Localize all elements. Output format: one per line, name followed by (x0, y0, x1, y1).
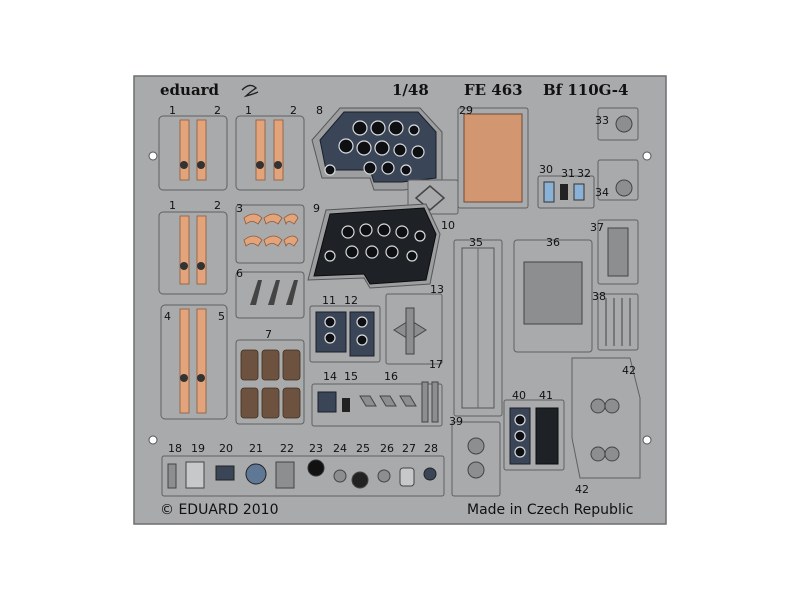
part-number-label: 37 (590, 221, 604, 234)
part-number-label: 4 (164, 310, 171, 323)
part-number-label: 23 (309, 442, 323, 455)
part-number-label: 2 (290, 104, 297, 117)
origin-text: Made in Czech Republic (467, 502, 633, 518)
parts-40-41 (503, 399, 565, 471)
wood-panels-part-7 (235, 339, 305, 425)
part-number-label: 6 (236, 267, 243, 280)
part-number-label: 12 (344, 294, 358, 307)
part-number-label: 27 (402, 442, 416, 455)
part-number-label: 15 (344, 370, 358, 383)
small-parts-30-32 (537, 175, 595, 209)
scale-label: 1/48 (392, 81, 429, 99)
mounting-hole (148, 435, 158, 445)
strip-part-35 (453, 239, 503, 417)
part-38 (597, 293, 639, 351)
part-number-label: 26 (380, 442, 394, 455)
belts-part-3 (235, 204, 305, 264)
part-number-label: 1 (245, 104, 252, 117)
part-number-label: 24 (333, 442, 347, 455)
part-number-label: 32 (577, 167, 591, 180)
seat-belts-part-1-2-b (235, 115, 305, 191)
part-number-label: 8 (316, 104, 323, 117)
part-number-label: 10 (441, 219, 455, 232)
seat-belts-part-1-2-a (158, 115, 228, 191)
part-number-label: 21 (249, 442, 263, 455)
part-number-label: 13 (430, 283, 444, 296)
part-number-label: 2 (214, 199, 221, 212)
instrument-panel-part-9 (307, 203, 441, 289)
seat-part-36 (513, 239, 593, 353)
brand-logo: eduard (160, 81, 220, 99)
part-number-label: 35 (469, 236, 483, 249)
part-number-label: 42 (622, 364, 636, 377)
mounting-hole (642, 151, 652, 161)
copyright-text: © EDUARD 2010 (160, 502, 279, 518)
mesh-part-29 (457, 107, 529, 209)
part-number-label: 38 (592, 290, 606, 303)
part-39 (451, 421, 501, 497)
part-number-label: 20 (219, 442, 233, 455)
part-number-label: 14 (323, 370, 337, 383)
part-number-label: 31 (561, 167, 575, 180)
part-number-label: 11 (322, 294, 336, 307)
parts-33-34 (597, 107, 639, 201)
bracket-part-13 (385, 293, 443, 365)
part-number-label: 16 (384, 370, 398, 383)
part-number-label: 7 (265, 328, 272, 341)
part-number-label: 42 (575, 483, 589, 496)
part-37 (597, 219, 639, 285)
part-number-label: 22 (280, 442, 294, 455)
part-number-label: 9 (313, 202, 320, 215)
part-number-label: 19 (191, 442, 205, 455)
part-number-label: 41 (539, 389, 553, 402)
part-number-label: 40 (512, 389, 526, 402)
part-42 (571, 357, 641, 479)
parts-14-17 (311, 381, 443, 427)
part-number-label: 5 (218, 310, 225, 323)
part-number-label: 25 (356, 442, 370, 455)
part-number-label: 30 (539, 163, 553, 176)
part-number-label: 17 (429, 358, 443, 371)
part-number-label: 39 (449, 415, 463, 428)
bottom-parts-row (161, 455, 445, 497)
part-number-label: 28 (424, 442, 438, 455)
part-number-label: 1 (169, 104, 176, 117)
mounting-hole (642, 435, 652, 445)
panel-part-11-12 (309, 305, 381, 363)
seat-belts-part-4-5 (160, 304, 228, 420)
product-code: FE 463 (464, 81, 523, 99)
part-number-label: 36 (546, 236, 560, 249)
model-name: Bf 110G-4 (543, 81, 628, 99)
part-number-label: 1 (169, 199, 176, 212)
zoom-signature-icon (241, 84, 259, 98)
part-number-label: 33 (595, 114, 609, 127)
part-number-label: 3 (236, 202, 243, 215)
buckles-part-6 (235, 271, 305, 319)
mounting-hole (148, 151, 158, 161)
part-number-label: 34 (595, 186, 609, 199)
seat-belts-part-1-2-c (158, 211, 228, 295)
part-number-label: 2 (214, 104, 221, 117)
instrument-panel-part-8 (311, 107, 443, 191)
part-number-label: 18 (168, 442, 182, 455)
part-number-label: 29 (459, 104, 473, 117)
